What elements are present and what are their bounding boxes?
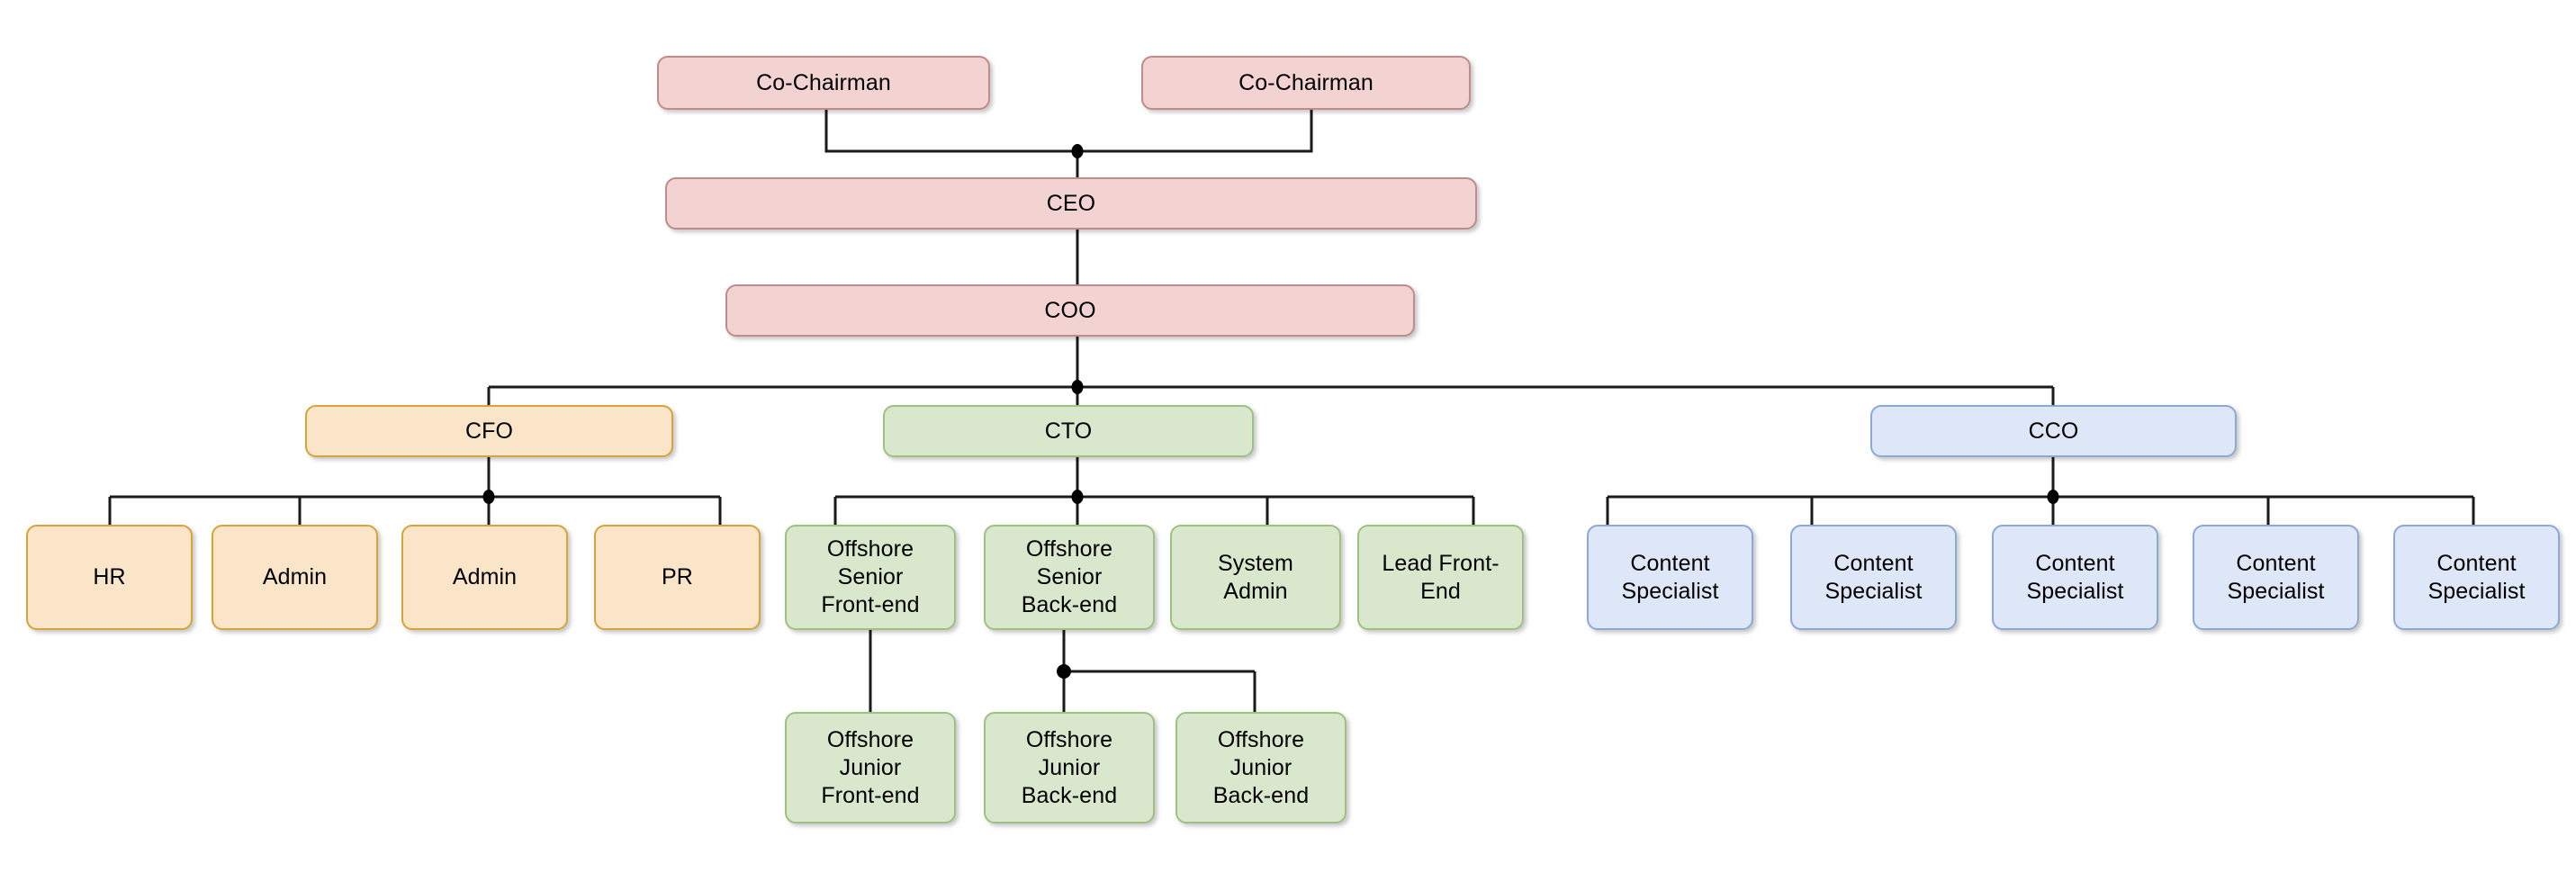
junction-dot-cco (2047, 490, 2059, 504)
node-label: HR (93, 564, 126, 590)
node-label: Co-Chairman (756, 69, 891, 95)
node-offshore-junior-back-end-1[interactable]: Offshore Junior Back-end (984, 712, 1155, 824)
node-label: Lead Front-End (1382, 550, 1500, 604)
junction-dot-senior-be (1057, 664, 1071, 679)
node-admin-2[interactable]: Admin (401, 525, 568, 630)
node-cto[interactable]: CTO (883, 405, 1254, 457)
node-content-specialist-5[interactable]: Content Specialist (2393, 525, 2560, 630)
node-label: Offshore Junior Front-end (821, 726, 920, 808)
node-pr[interactable]: PR (594, 525, 761, 630)
node-cochairman-right[interactable]: Co-Chairman (1141, 56, 1471, 110)
node-ceo[interactable]: CEO (665, 177, 1477, 230)
node-label: Admin (262, 564, 328, 590)
node-content-specialist-4[interactable]: Content Specialist (2193, 525, 2359, 630)
node-admin-1[interactable]: Admin (212, 525, 378, 630)
node-label: COO (1044, 297, 1096, 323)
node-cochairman-left[interactable]: Co-Chairman (657, 56, 990, 110)
node-label: CCO (2028, 418, 2079, 444)
node-label: Offshore Senior Front-end (821, 536, 920, 617)
node-content-specialist-2[interactable]: Content Specialist (1790, 525, 1957, 630)
node-offshore-junior-back-end-2[interactable]: Offshore Junior Back-end (1175, 712, 1347, 824)
node-cco[interactable]: CCO (1870, 405, 2237, 457)
node-label: CEO (1046, 190, 1096, 216)
node-system-admin[interactable]: System Admin (1170, 525, 1341, 630)
node-label: Offshore Senior Back-end (1021, 536, 1118, 617)
node-offshore-senior-back-end[interactable]: Offshore Senior Back-end (984, 525, 1155, 630)
node-label: Content Specialist (1824, 550, 1923, 604)
node-label: Co-Chairman (1238, 69, 1374, 95)
node-content-specialist-3[interactable]: Content Specialist (1992, 525, 2158, 630)
node-label: CTO (1044, 418, 1093, 444)
node-label: System Admin (1218, 550, 1293, 604)
node-label: CFO (464, 418, 514, 444)
node-coo[interactable]: COO (725, 284, 1415, 337)
node-label: Content Specialist (2427, 550, 2526, 604)
junction-dot-cfo (482, 490, 495, 504)
node-offshore-junior-front-end[interactable]: Offshore Junior Front-end (785, 712, 956, 824)
node-label: PR (662, 564, 693, 590)
node-label: Offshore Junior Back-end (1021, 726, 1118, 808)
node-label: Content Specialist (2227, 550, 2325, 604)
node-cfo[interactable]: CFO (305, 405, 673, 457)
junction-dot-cto (1071, 490, 1084, 504)
edge-cochair-right-to-ceo (1077, 110, 1313, 153)
node-offshore-senior-front-end[interactable]: Offshore Senior Front-end (785, 525, 956, 630)
node-content-specialist-1[interactable]: Content Specialist (1587, 525, 1753, 630)
edge-cochair-left-to-ceo (824, 110, 1077, 153)
junction-dot-ceo (1071, 144, 1084, 158)
node-lead-front-end[interactable]: Lead Front-End (1357, 525, 1524, 630)
node-label: Content Specialist (2026, 550, 2124, 604)
node-label: Offshore Junior Back-end (1212, 726, 1310, 808)
junction-dot-coo (1071, 380, 1084, 394)
node-hr[interactable]: HR (26, 525, 193, 630)
node-label: Admin (452, 564, 518, 590)
node-label: Content Specialist (1621, 550, 1719, 604)
